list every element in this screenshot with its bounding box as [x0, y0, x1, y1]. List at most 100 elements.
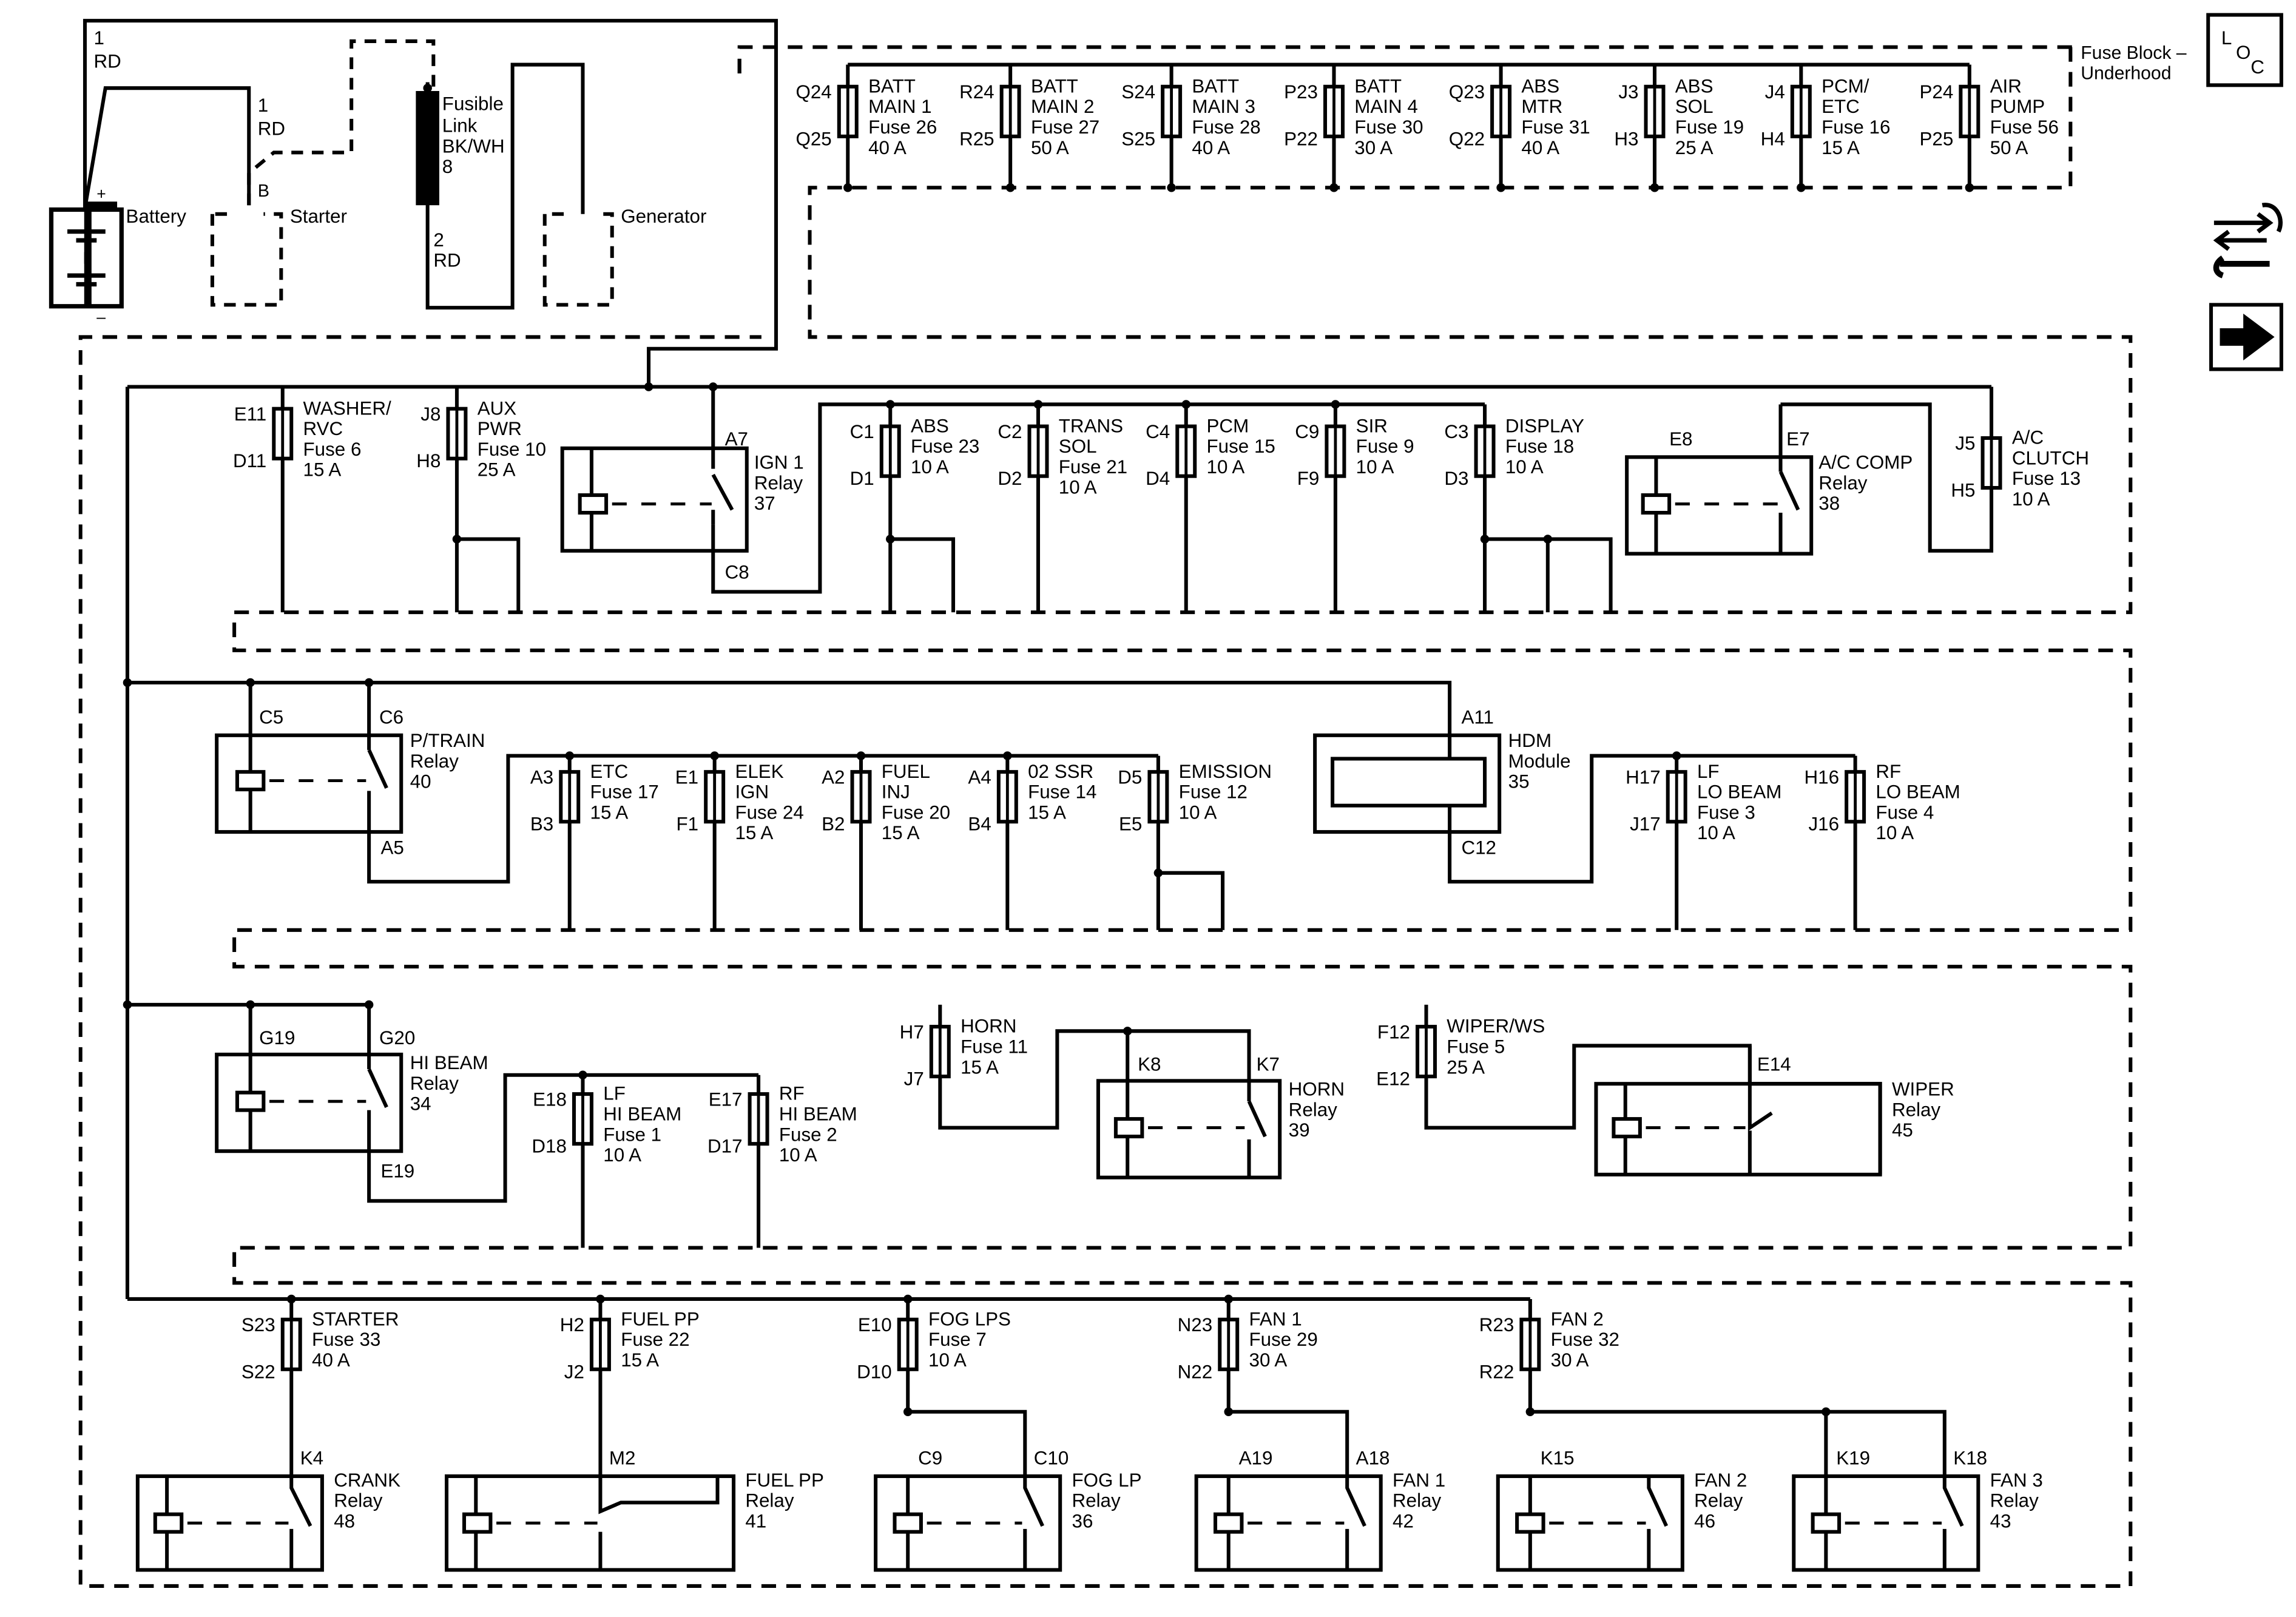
- starter-wire-num: 1: [258, 95, 268, 116]
- hibeam-relay-line1: HI BEAM: [410, 1052, 488, 1073]
- top-fuse-4-line3: Fuse 31: [1521, 116, 1590, 138]
- next-arrow-icon[interactable]: [2209, 303, 2283, 371]
- top-fuse-6-line1: PCM/: [1822, 75, 1869, 96]
- top-fuse-6-line2: ETC: [1822, 96, 1860, 117]
- row1-fuse-1-bottom-pin: H8: [416, 450, 441, 471]
- row4-relay-0-line1: CRANK: [334, 1470, 400, 1491]
- row2-fuse-1-line4: 15 A: [735, 822, 773, 843]
- row3-fuse-3-top-pin: F12: [1377, 1021, 1410, 1042]
- horn-relay-line1: HORN: [1289, 1079, 1345, 1100]
- row1-fuse-0-line2: RVC: [303, 418, 343, 439]
- loc-button[interactable]: L O C: [2206, 13, 2283, 87]
- row4-fuse-4-top-pin: R23: [1479, 1314, 1514, 1335]
- row3-fuse-1-top-pin: E17: [709, 1089, 743, 1110]
- top-fuse-0-bottom-pin: Q25: [795, 128, 831, 149]
- row1-fuse-1-line1: AUX: [478, 397, 517, 419]
- row4-relay-3-line2: Relay: [1393, 1490, 1441, 1511]
- row1-fuse-2-line1: ABS: [911, 415, 949, 436]
- ac-relay-line3: 38: [1818, 493, 1840, 514]
- row3-wiring: [215, 1004, 1882, 1248]
- row4-fuse-1-line3: 15 A: [621, 1349, 659, 1371]
- ptrain-relay-line2: Relay: [410, 751, 459, 772]
- ac-relay-right-pin: E7: [1786, 428, 1809, 450]
- row1-fuse-4-bottom-pin: D4: [1146, 468, 1170, 489]
- row1-fuse-1-line3: Fuse 10: [478, 439, 546, 460]
- row1-fuse-2-bottom-pin: D1: [850, 468, 874, 489]
- row2-fuse-4-line1: EMISSION: [1179, 761, 1272, 782]
- row1-fuse-5-top-pin: C9: [1295, 421, 1319, 442]
- row4-fuse-0-line3: 40 A: [312, 1349, 350, 1371]
- top-fuse-5-line3: Fuse 19: [1675, 116, 1744, 138]
- ign-relay-line1: IGN 1: [754, 452, 804, 473]
- row1-fuse-6-bottom-pin: D3: [1444, 468, 1468, 489]
- ptrain-relay-line1: P/TRAIN: [410, 730, 485, 751]
- row1-fuse-1-top-pin: J8: [420, 403, 441, 425]
- top-fuse-1-bottom-pin: R25: [959, 128, 994, 149]
- row4-fuse-2-top-pin: E10: [858, 1314, 892, 1335]
- row4-fuse-2-line1: FOG LPS: [928, 1308, 1011, 1329]
- row4-relay-1-line3: 41: [745, 1510, 766, 1531]
- row1-fuse-3-line3: Fuse 21: [1059, 456, 1127, 478]
- ptrain-relay-left-pin: C5: [259, 707, 283, 728]
- fusible-line-3: BK/WH: [442, 135, 505, 157]
- row2-fuse-3-bottom-pin: B4: [968, 814, 991, 835]
- row1-fuse-7-line4: 10 A: [2012, 488, 2050, 510]
- row2-fuse-2-top-pin: A2: [822, 766, 845, 788]
- row4-relay-3-line3: 42: [1393, 1510, 1414, 1531]
- battery-minus: –: [96, 308, 106, 326]
- row4-relay-0-line2: Relay: [334, 1490, 382, 1511]
- wrench-exchange-icon[interactable]: [2213, 203, 2283, 279]
- row1-fuse-4-line2: Fuse 15: [1207, 436, 1275, 457]
- top-fuse-4-line4: 40 A: [1521, 137, 1559, 158]
- row1-fuse-7-line3: Fuse 13: [2012, 468, 2081, 489]
- hdm-line1: HDM: [1508, 730, 1551, 751]
- fusible-wire-color: RD: [433, 250, 461, 271]
- fusible-line-2: Link: [442, 115, 478, 137]
- row1-fuse-6-top-pin: C3: [1444, 421, 1468, 442]
- row2-fuse-3-line2: Fuse 14: [1028, 781, 1096, 803]
- row3-fuse-3-line2: Fuse 5: [1447, 1036, 1505, 1058]
- top-fuse-2-line2: MAIN 3: [1192, 96, 1255, 117]
- top-fuse-2-line3: Fuse 28: [1192, 116, 1260, 138]
- hdm-line2: Module: [1508, 751, 1571, 772]
- row2-fuse-3-line3: 15 A: [1028, 802, 1066, 823]
- row4-relay-5-line1: FAN 3: [1990, 1470, 2043, 1491]
- row4-fuse-3-top-pin: N23: [1178, 1314, 1213, 1335]
- row4-fuse-0-line1: STARTER: [312, 1308, 399, 1329]
- row2-fuse-4-line3: 10 A: [1179, 802, 1217, 823]
- row3-fuse-1-bottom-pin: D17: [707, 1136, 743, 1157]
- battery-section: + – Battery 1 RD 1 RD B Starter Fusible …: [49, 19, 778, 387]
- row4-fuse-3-line3: 30 A: [1249, 1349, 1288, 1371]
- row1-fuse-5-line3: 10 A: [1356, 456, 1394, 478]
- row1-fuse-1-line4: 25 A: [478, 459, 516, 481]
- row2-fuse-1-top-pin: E1: [675, 766, 698, 788]
- row4-fuse-1-top-pin: H2: [560, 1314, 584, 1335]
- top-fuse-1-line1: BATT: [1031, 75, 1078, 96]
- row2-fuse-6-line4: 10 A: [1876, 822, 1914, 843]
- top-fuse-3-line3: Fuse 30: [1354, 116, 1423, 138]
- row1-fuse-5-line2: Fuse 9: [1356, 436, 1414, 457]
- loc-letter-o: O: [2236, 42, 2250, 63]
- fusible-line-1: Fusible: [442, 93, 504, 114]
- top-fuse-6-bottom-pin: H4: [1761, 128, 1785, 149]
- row4-relay-2-line1: FOG LP: [1072, 1470, 1142, 1491]
- row2-fuse-4-bottom-pin: E5: [1119, 814, 1142, 835]
- top-fuse-3-top-pin: P23: [1284, 81, 1318, 103]
- row1-fuse-5-bottom-pin: F9: [1297, 468, 1320, 489]
- starter-terminal: B: [258, 181, 269, 201]
- battery-wire-color: RD: [93, 50, 121, 72]
- horn-relay-line2: Relay: [1289, 1099, 1337, 1120]
